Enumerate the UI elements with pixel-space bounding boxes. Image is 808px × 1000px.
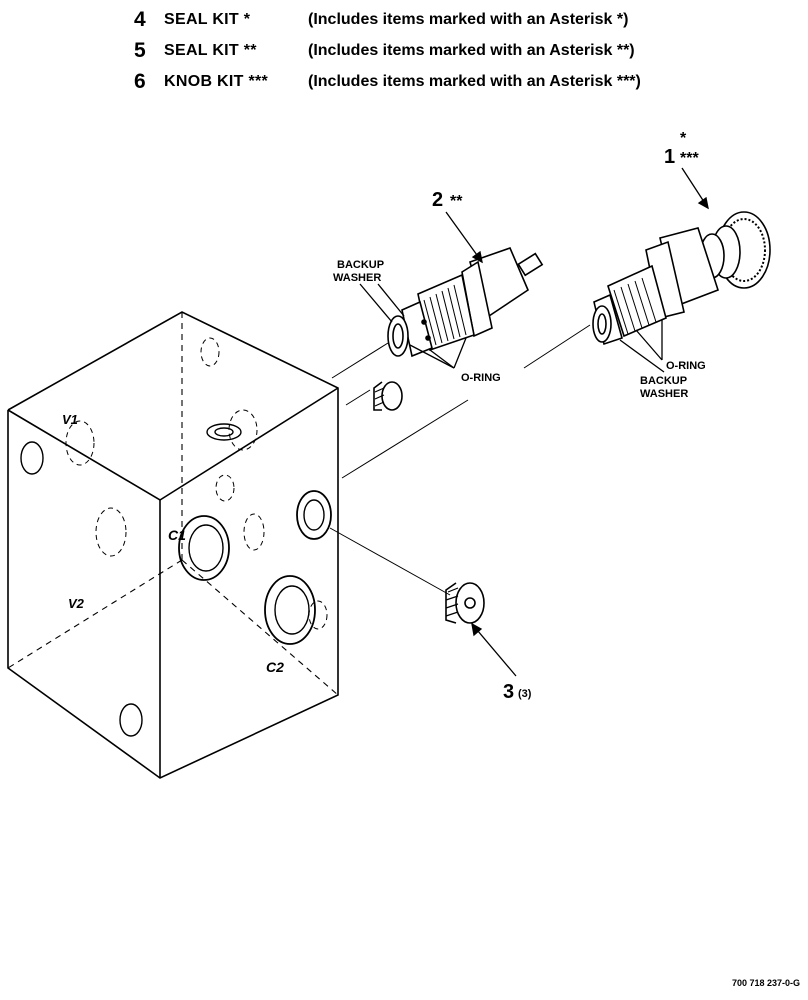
plug-in-port (373, 381, 403, 411)
callout-item-1: * 1 *** (664, 130, 699, 168)
part-labels-item-1: O-RING BACKUP WASHER (640, 360, 706, 400)
c1-port (178, 515, 230, 581)
kit-number: 5 (134, 39, 146, 62)
callout-item-3: 3 (3) (503, 681, 532, 703)
backup-washer-label: WASHER (640, 388, 688, 400)
part-labels-item-2: BACKUP WASHER O-RING (333, 259, 501, 384)
o-ring-label: O-RING (461, 372, 501, 384)
kit-row: 5 SEAL KIT ** (Includes items marked wit… (134, 39, 774, 70)
port-label-v2: V2 (68, 596, 85, 611)
port-hole (20, 441, 44, 475)
port-hole (215, 474, 235, 502)
kit-list: 4 SEAL KIT * (Includes items marked with… (134, 8, 774, 101)
top-port (206, 423, 242, 441)
callout-number: 3 (503, 681, 514, 703)
callout-marks: ** (450, 193, 463, 210)
kit-description: (Includes items marked with an Asterisk … (308, 42, 635, 59)
kit-description: (Includes items marked with an Asterisk … (308, 11, 629, 28)
manifold-block (7, 311, 339, 779)
callout-number: 1 (664, 146, 675, 168)
port-hole (95, 507, 127, 557)
kit-name: SEAL KIT ** (164, 42, 257, 59)
kit-description: (Includes items marked with an Asterisk … (308, 73, 641, 90)
c2-port (264, 575, 316, 645)
port-label-c1: C1 (168, 527, 186, 543)
port-label-v1: V1 (62, 412, 78, 427)
o-ring-label: O-RING (666, 360, 706, 372)
callout-marks: * (680, 130, 687, 147)
callout-quantity: (3) (518, 688, 532, 700)
port-hole (65, 420, 95, 466)
side-port (296, 490, 332, 540)
knob-valve-item-1 (592, 211, 771, 346)
leader-arrows (359, 167, 709, 677)
assembly-axis-lines (329, 324, 591, 596)
document-id: 700 718 237-0-G (731, 978, 800, 988)
kit-name: SEAL KIT * (164, 11, 251, 28)
backup-washer-label: BACKUP (640, 375, 687, 387)
backup-washer-label: BACKUP (337, 259, 384, 271)
port-hole (200, 337, 220, 367)
callout-item-2: 2 ** (432, 189, 463, 211)
port-hole (119, 703, 143, 737)
kit-row: 6 KNOB KIT *** (Includes items marked wi… (134, 70, 774, 101)
kit-row: 4 SEAL KIT * (Includes items marked with… (134, 8, 774, 39)
kit-number: 6 (134, 70, 146, 93)
port-label-c2: C2 (266, 659, 284, 675)
callout-number: 2 (432, 189, 443, 211)
port-labels: V1 V2 C1 C2 (62, 412, 284, 675)
kit-name: KNOB KIT *** (164, 73, 269, 90)
callout-marks: *** (680, 150, 699, 167)
plug-item-3 (445, 582, 485, 624)
backup-washer-label: WASHER (333, 272, 381, 284)
port-hole (243, 513, 265, 551)
manifold-ports (20, 337, 332, 737)
kit-number: 4 (134, 8, 146, 31)
port-hole (228, 409, 258, 451)
cartridge-valve-item-2 (387, 246, 544, 358)
